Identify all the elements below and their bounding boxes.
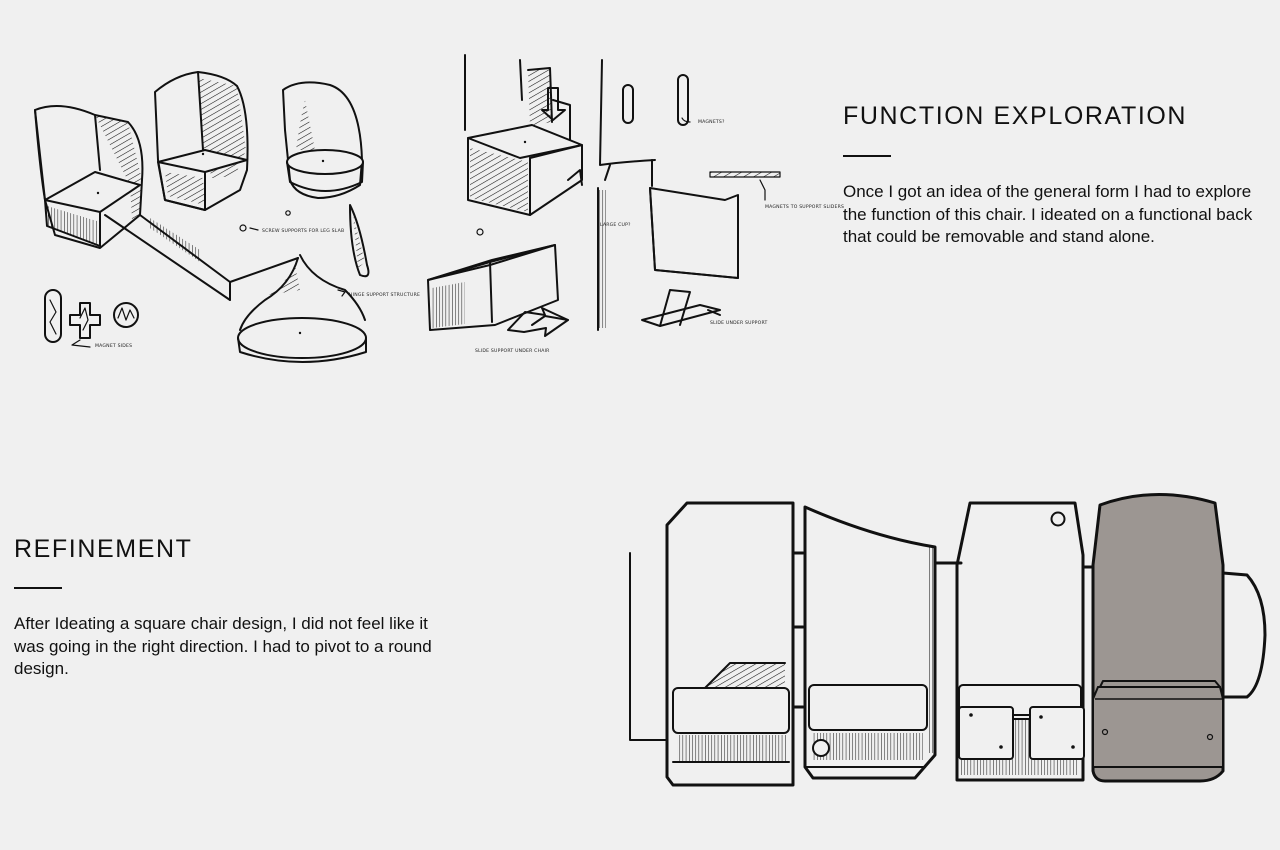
magnet-sides-sketch — [44, 289, 139, 348]
removable-back-sketches: MAGNETS? MAGNETS TO SUPPORT SLIDERS LARG… — [427, 54, 844, 354]
back-panel-sketch-top — [464, 54, 691, 166]
refinement-body: After Ideating a square chair design, I … — [14, 614, 432, 678]
square-chair-sketches: MAGNET SIDES SCREW SUPPORTS FOR LEG SLAB… — [34, 71, 420, 363]
refined-chair-c — [955, 501, 1097, 782]
support-block-sketch — [427, 228, 559, 331]
slide-arrow-sketch — [507, 307, 569, 337]
square-chair-sketch-2 — [154, 71, 249, 211]
slide-under-support-label: SLIDE UNDER SUPPORT — [710, 320, 768, 326]
refinement-chair-renders — [629, 492, 1267, 787]
round-chair-sketch-top — [282, 81, 364, 199]
large-cup-label: LARGE CUP? — [600, 222, 631, 228]
square-chair-sketch-1 — [34, 105, 144, 249]
function-exploration-title: FUNCTION EXPLORATION — [843, 102, 1188, 130]
function-exploration-body: Once I got an idea of the general form I… — [843, 182, 1253, 246]
refined-chair-b — [803, 505, 963, 780]
bench-hinge-sketch — [104, 204, 370, 363]
function-exploration-divider — [843, 155, 891, 157]
slider-box-sketch — [467, 124, 583, 216]
slide-support-under-chair-label: SLIDE SUPPORT UNDER CHAIR — [475, 348, 550, 354]
screw-supports-label: SCREW SUPPORTS FOR LEG SLAB — [262, 228, 344, 234]
refinement-divider — [14, 587, 62, 589]
magnets-support-sliders-label: MAGNETS TO SUPPORT SLIDERS — [765, 204, 844, 210]
hinge-support-label: HINGE SUPPORT STRUCTURE — [349, 292, 420, 298]
standalone-back-sketch — [597, 159, 781, 331]
refinement-title: REFINEMENT — [14, 535, 193, 563]
magnet-sides-label: MAGNET SIDES — [95, 343, 132, 349]
refined-chair-d — [1085, 492, 1267, 783]
magnets-question-label: MAGNETS? — [698, 119, 725, 125]
refined-chair-a — [629, 501, 805, 787]
